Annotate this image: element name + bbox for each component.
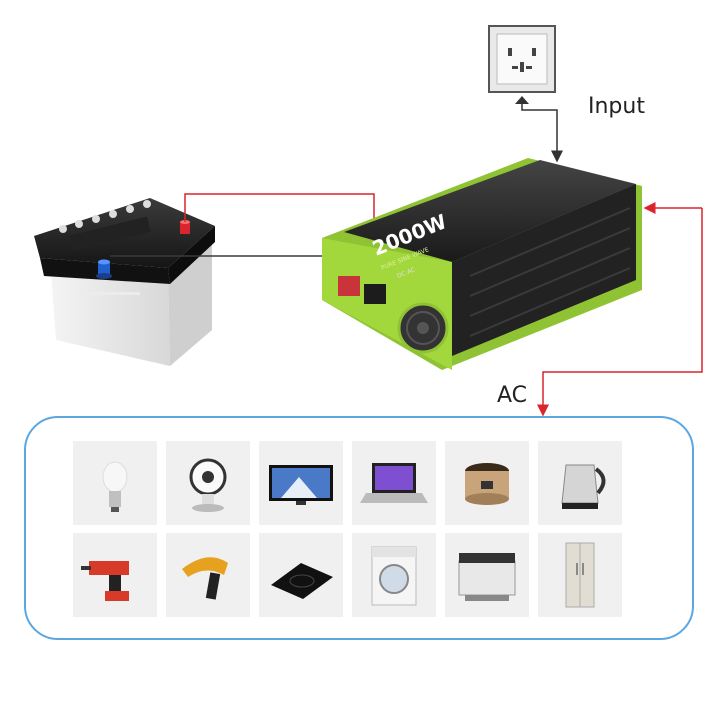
appliance-refrigerator [538,533,622,617]
battery-icon [34,198,215,366]
appliance-hair-dryer [166,533,250,617]
appliance-printer [445,533,529,617]
laptop-icon [360,463,428,503]
appliance-electric-kettle [538,441,622,525]
inverter-icon: 2000W PURE SINE WAVE DC AC [322,158,642,370]
power-drill-icon [81,561,129,601]
appliance-rice-cooker [445,441,529,525]
appliance-panel [24,416,694,640]
input-wire [521,104,563,163]
rice-cooker-icon [465,463,509,505]
ac-label: AC [497,383,528,408]
washing-machine-icon [371,546,417,606]
printer-icon [458,553,516,601]
light-bulb-icon [102,461,128,512]
socket-arrow-up [515,96,529,104]
television-icon [269,465,333,505]
appliance-desk-fan [166,441,250,525]
induction-cooker-icon [271,563,333,599]
appliance-laptop [352,441,436,525]
appliance-television [259,441,343,525]
refrigerator-icon [565,542,595,608]
electric-kettle-icon [561,464,606,509]
ac-output-wire [537,208,703,417]
appliance-washing-machine [352,533,436,617]
appliance-power-drill [73,533,157,617]
hair-dryer-icon [182,557,228,600]
desk-fan-icon [189,458,227,512]
input-label: Input [588,94,645,119]
appliance-light-bulb [73,441,157,525]
appliance-induction-cooker [259,533,343,617]
wall-socket-icon [488,25,556,93]
